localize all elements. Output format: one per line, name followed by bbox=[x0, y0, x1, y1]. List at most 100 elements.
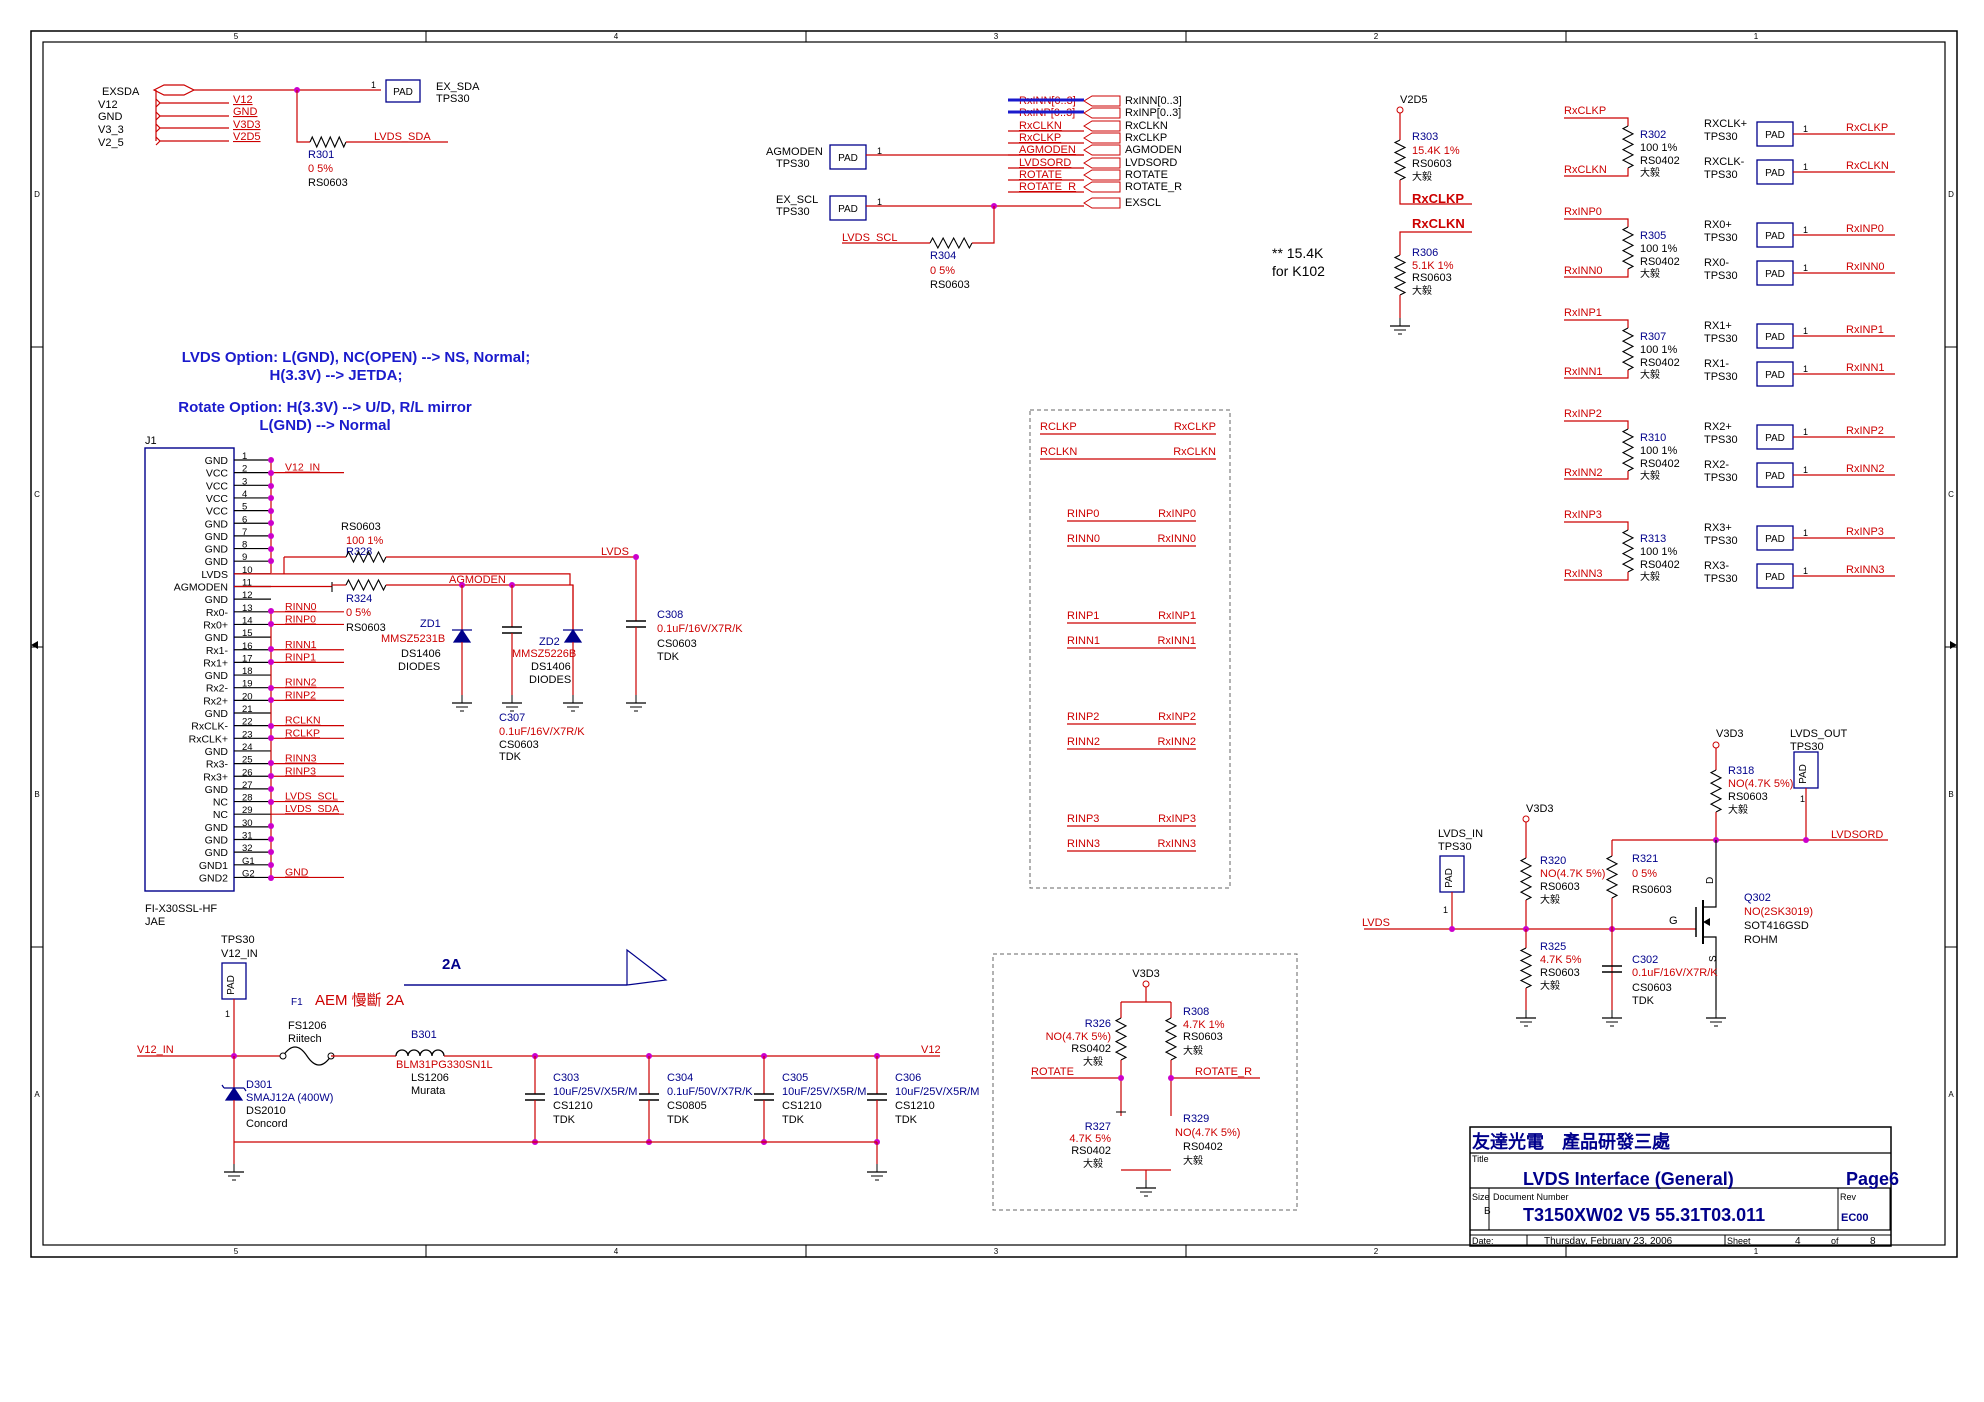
pin-number: 6 bbox=[242, 514, 247, 525]
center-marker-right bbox=[1950, 641, 1957, 649]
pin-number: 1 bbox=[225, 1009, 230, 1019]
net-label: ROTATE bbox=[1019, 169, 1062, 181]
port-name: AGMODEN bbox=[1125, 144, 1182, 156]
center-marker-left bbox=[31, 641, 38, 649]
pin-number: 8 bbox=[242, 540, 247, 551]
part-name: RXCLK+ bbox=[1704, 118, 1747, 130]
pin-name: RxCLK- bbox=[191, 721, 228, 733]
ref-designator: ZD2 bbox=[539, 636, 560, 648]
pin-name: Rx1- bbox=[206, 645, 229, 657]
package-label: FS1206 bbox=[288, 1020, 327, 1032]
junction-dot bbox=[268, 875, 274, 881]
ref-designator: R307 bbox=[1640, 331, 1666, 343]
pad-label: PAD bbox=[1765, 269, 1785, 280]
ref-designator: C303 bbox=[553, 1072, 579, 1084]
resistor-symbol bbox=[929, 236, 973, 250]
pin-number: 1 bbox=[1803, 427, 1808, 437]
pin-number: 11 bbox=[242, 578, 252, 589]
wire bbox=[1564, 572, 1629, 581]
value-label: NO(4.7K 5%) bbox=[1540, 868, 1605, 880]
port-symbol bbox=[1083, 181, 1121, 193]
net-label: RxINP3 bbox=[1846, 526, 1884, 538]
pin-number: 1 bbox=[877, 146, 882, 156]
wire bbox=[1564, 168, 1629, 177]
package-label: RS0603 bbox=[1540, 881, 1580, 893]
pin-name: GND bbox=[205, 708, 229, 720]
net-label: RxCLKN bbox=[1019, 120, 1062, 132]
part-type: TPS30 bbox=[1704, 232, 1738, 244]
pin-number: 32 bbox=[242, 843, 253, 854]
pin-number: 18 bbox=[242, 666, 253, 677]
pad-box bbox=[1756, 563, 1794, 589]
wire bbox=[1399, 180, 1472, 205]
package-label: RS0603 bbox=[341, 521, 381, 533]
part-type: TPS30 bbox=[221, 934, 255, 946]
pin-name: GND bbox=[205, 822, 229, 834]
wire bbox=[1703, 936, 1717, 1010]
value-label: 4.7K 5% bbox=[1540, 954, 1582, 966]
manufacturer-label: 大毅 bbox=[1412, 284, 1432, 297]
net-label: V12_IN bbox=[285, 462, 320, 474]
net-label: RINP0 bbox=[285, 613, 316, 625]
value-label: NO(4.7K 5%) bbox=[1175, 1127, 1240, 1139]
junction-dot bbox=[268, 470, 274, 476]
junction-dot bbox=[268, 621, 274, 627]
ground-symbol bbox=[224, 1164, 244, 1181]
net-label: GND bbox=[233, 106, 258, 118]
pad-label: PAD bbox=[1765, 168, 1785, 179]
pin-name: RxCLK+ bbox=[189, 733, 228, 745]
option-note: H(3.3V) --> JETDA; bbox=[270, 367, 403, 384]
junction-dot bbox=[268, 483, 274, 489]
frame-row-letter: B bbox=[1948, 790, 1953, 799]
net-label: RxINP1 bbox=[1158, 610, 1196, 622]
pin-number: G2 bbox=[242, 868, 255, 879]
option-notes: LVDS Option: L(GND), NC(OPEN) --> NS, No… bbox=[178, 349, 530, 434]
part-type: TPS30 bbox=[776, 158, 810, 170]
port-name: RxCLKN bbox=[1125, 120, 1168, 132]
pin-name: NC bbox=[213, 797, 229, 809]
net-label: RINP1 bbox=[285, 651, 316, 663]
pin-number: 9 bbox=[242, 552, 247, 563]
option-note: Rotate Option: H(3.3V) --> U/D, R/L mirr… bbox=[178, 399, 472, 416]
pin-number: 1 bbox=[1803, 364, 1808, 374]
frame-column-number: 3 bbox=[994, 32, 999, 41]
pin-number: 20 bbox=[242, 691, 253, 702]
resistor-symbol bbox=[1393, 139, 1407, 181]
part-name: EX_SCL bbox=[776, 194, 818, 206]
frame-row-letter: C bbox=[1948, 490, 1954, 499]
package-label: RS0603 bbox=[930, 279, 970, 291]
current-annotation: 2A bbox=[442, 956, 461, 973]
ref-designator: R313 bbox=[1640, 533, 1666, 545]
resistor-symbol bbox=[1519, 947, 1533, 989]
pin-name: GND bbox=[205, 544, 229, 556]
package-label: SOT416GSD bbox=[1744, 920, 1809, 932]
mosfet-arrow bbox=[1703, 918, 1710, 926]
pin-name: GND bbox=[205, 632, 229, 644]
net-label: RxINP1 bbox=[1564, 307, 1602, 319]
ref-designator: R303 bbox=[1412, 131, 1438, 143]
net-label: V12_IN bbox=[137, 1044, 174, 1056]
pin-name: GND bbox=[205, 455, 229, 467]
value-label: SMAJ12A (400W) bbox=[246, 1092, 333, 1104]
net-label: RINN3 bbox=[285, 753, 317, 765]
manufacturer-label: 大毅 bbox=[1640, 570, 1660, 583]
pin-name: Rx1+ bbox=[203, 657, 228, 669]
value-label: 0.1uF/16V/X7R/K bbox=[1632, 967, 1718, 979]
pin-number: 23 bbox=[242, 729, 253, 740]
connector-body bbox=[144, 447, 235, 892]
value-label: 100 1% bbox=[1640, 142, 1678, 154]
package-label: RS0402 bbox=[1640, 155, 1680, 167]
pin-number: 4 bbox=[242, 489, 247, 500]
junction-dot bbox=[268, 508, 274, 514]
signal-name: GND bbox=[98, 111, 123, 123]
junction-dot bbox=[268, 773, 274, 779]
pin-name: GND bbox=[205, 784, 229, 796]
power-net: V3D3 bbox=[1716, 728, 1744, 740]
pin-number: G1 bbox=[242, 856, 255, 867]
ref-designator: R327 bbox=[1085, 1121, 1111, 1133]
ref-designator: ZD1 bbox=[420, 618, 441, 630]
net-label: RINP0 bbox=[1067, 508, 1099, 520]
pin-number: 17 bbox=[242, 653, 253, 664]
port-symbol bbox=[1083, 197, 1121, 209]
